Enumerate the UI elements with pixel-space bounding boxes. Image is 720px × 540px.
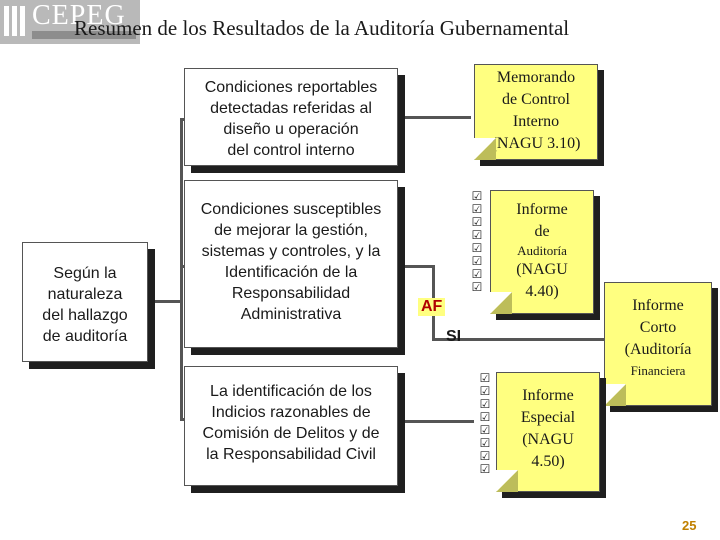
si-tag: SI (446, 328, 462, 345)
logo-text: CEPEG (32, 0, 126, 31)
informe-corto-title: Informe Corto (Auditoría (624, 297, 692, 358)
page-fold-icon (496, 470, 518, 492)
page-title: Resumen de los Resultados de la Auditorí… (74, 16, 570, 40)
logo-columns-icon (4, 6, 28, 36)
indicios-delitos-text: La identificación de los Indicios razona… (202, 383, 380, 463)
informe-corto-small: Financiera (630, 363, 686, 378)
informe-especial-note: Informe Especial (NAGU 4.50) (496, 372, 600, 492)
indicios-delitos-box: La identificación de los Indicios razona… (184, 366, 398, 486)
informe-corto-note: Informe Corto (Auditoría Financiera (604, 282, 712, 406)
memorando-text: Memorando de Control Interno (NAGU 3.10) (491, 69, 581, 152)
informe-auditoria-nagu: (NAGU 4.40) (516, 261, 568, 300)
naturaleza-hallazgo-text: Según la naturaleza del hallazgo de audi… (42, 265, 128, 345)
informe-auditoria-small: Auditoría (517, 243, 567, 258)
page-number: 25 (682, 518, 697, 533)
naturaleza-hallazgo-box: Según la naturaleza del hallazgo de audi… (22, 242, 148, 362)
memorando-note: Memorando de Control Interno (NAGU 3.10) (474, 64, 598, 160)
page-fold-icon (474, 138, 496, 160)
af-tag: AF (418, 298, 446, 316)
page-fold-icon (490, 292, 512, 314)
condiciones-susceptibles-text: Condiciones susceptibles de mejorar la g… (200, 201, 382, 323)
informe-especial-text: Informe Especial (NAGU 4.50) (520, 387, 576, 470)
condiciones-susceptibles-box: Condiciones susceptibles de mejorar la g… (184, 180, 398, 348)
checklist-icon: ☑ ☑ ☑ ☑ ☑ ☑ ☑ ☑ (479, 371, 491, 476)
checklist-icon: ☑ ☑ ☑ ☑ ☑ ☑ ☑ ☑ (471, 189, 483, 294)
informe-auditoria-title: Informe de (516, 201, 568, 240)
condiciones-reportables-box: Condiciones reportables detectadas refer… (184, 68, 398, 166)
logo-subtitle-bar (32, 31, 136, 39)
condiciones-reportables-text: Condiciones reportables detectadas refer… (204, 79, 378, 159)
cepeg-logo: CEPEG (0, 0, 140, 44)
informe-auditoria-note: Informe de Auditoría (NAGU 4.40) (490, 190, 594, 314)
page-fold-icon (604, 384, 626, 406)
